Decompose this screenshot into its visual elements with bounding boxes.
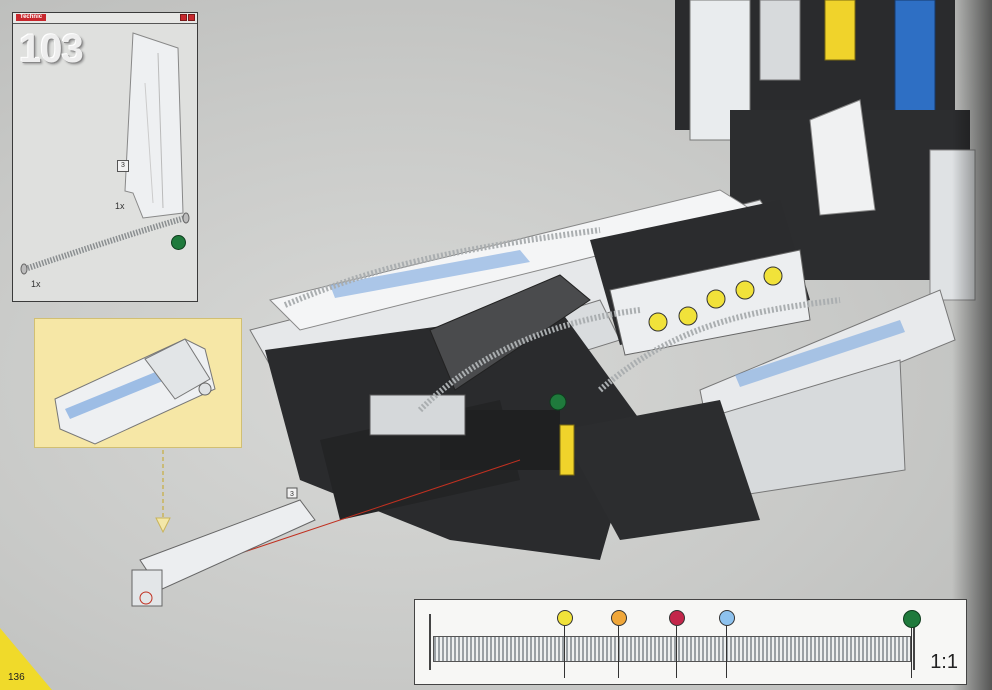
panel-close-icon (188, 14, 195, 21)
ruler-marker-red (669, 610, 685, 678)
parts-illustration (20, 32, 190, 275)
chassis (265, 274, 760, 560)
length-ruler: 1:1 (414, 599, 967, 685)
callout-part-illustration (54, 338, 216, 445)
flex-hoses (283, 227, 841, 413)
part-length-label: 3 (117, 160, 129, 172)
ruler-start-mark (429, 614, 431, 670)
ruler-marker-orange (611, 610, 627, 678)
step-number: 103 (19, 27, 84, 71)
detail-callout (34, 318, 242, 448)
ruler-track (433, 636, 911, 662)
ruler-marker-yellow (557, 610, 573, 678)
page-fold-shadow (952, 0, 992, 690)
scale-label: 1:1 (930, 651, 958, 673)
part-quantity-panel: 1x (115, 201, 125, 211)
ruler-marker-blue (719, 610, 735, 678)
engine-block (590, 200, 811, 356)
parts-needed-panel: Technic 103 3 1x 1x (12, 12, 198, 302)
ruler-marker-green (903, 610, 921, 678)
ruler-end-mark (913, 614, 915, 670)
page-corner-tab (0, 628, 52, 690)
exploded-part (131, 459, 521, 607)
panel-minimize-icon (180, 14, 187, 21)
callout-arrow (155, 450, 171, 534)
panel-titlebar: Technic (13, 13, 197, 24)
page-number: 136 (8, 672, 25, 683)
hose-color-dot (171, 235, 186, 250)
main-assembly-length-label: 3 (290, 491, 294, 498)
brand-logo: Technic (16, 14, 46, 21)
part-quantity-hose: 1x (31, 279, 41, 289)
